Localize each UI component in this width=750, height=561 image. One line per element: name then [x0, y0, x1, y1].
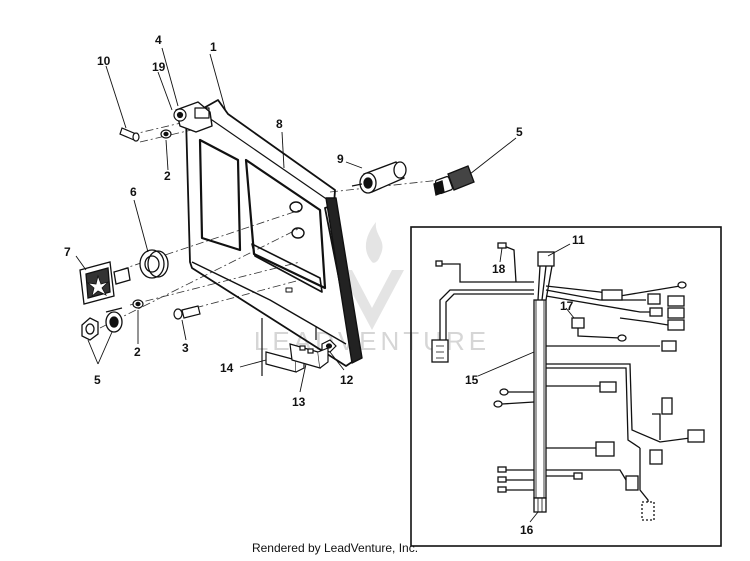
callout-13: 13 — [292, 395, 306, 409]
panel-bracket-top — [175, 101, 213, 133]
callout-2-upper: 2 — [164, 169, 171, 183]
panel-left-window — [198, 138, 242, 252]
callout-2-lower: 2 — [134, 345, 141, 359]
panel-lower-window — [251, 243, 323, 293]
terminal-blocks — [261, 318, 329, 376]
callout-3: 3 — [182, 341, 189, 355]
panel-right-window — [244, 158, 327, 290]
control-panel — [175, 99, 363, 367]
callout-11: 11 — [572, 233, 585, 247]
panel-hole-lower — [291, 227, 305, 239]
harness-left-connector — [431, 339, 449, 363]
toggle-switch-5 — [433, 165, 475, 196]
panel-bracket-rect — [194, 107, 210, 119]
footer-credit: Rendered by LeadVenture, Inc. — [251, 541, 419, 555]
callout-16: 16 — [520, 523, 534, 537]
callout-12: 12 — [340, 373, 354, 387]
nut-2-lower — [132, 299, 144, 309]
callout-18: 18 — [492, 262, 506, 276]
wiring-harness — [431, 242, 705, 521]
callout-9: 9 — [337, 152, 344, 166]
callout-5-lower: 5 — [94, 373, 101, 387]
watermark-logo — [340, 270, 404, 330]
callout-17: 17 — [560, 299, 574, 313]
harness-connector-17 — [571, 317, 585, 329]
leader-lines — [75, 47, 575, 523]
panel-bottom-edge — [191, 261, 347, 345]
callouts: 1 2 2 3 4 5 5 6 7 8 9 10 11 12 13 14 15 … — [64, 33, 585, 537]
callout-14: 14 — [220, 361, 234, 375]
callout-15: 15 — [465, 373, 479, 387]
watermark-flame — [365, 222, 383, 263]
callout-5-upper: 5 — [516, 125, 523, 139]
nut-2-upper — [160, 129, 172, 139]
harness-bottom-connector — [533, 497, 547, 513]
callout-8: 8 — [276, 117, 283, 131]
lamp-ring-6 — [139, 249, 169, 279]
callout-10: 10 — [97, 54, 111, 68]
leadventure-watermark: LEADVENTURE — [254, 222, 486, 356]
panel-outline — [185, 99, 356, 367]
bracket-assembly — [173, 108, 187, 122]
callout-7: 7 — [64, 245, 71, 259]
panel-right-flange — [325, 197, 363, 364]
screw-10 — [119, 127, 140, 142]
indicator-lamp-7 — [79, 261, 131, 305]
key-switch-9 — [351, 161, 407, 194]
callout-6: 6 — [130, 185, 137, 199]
inset-frame — [410, 226, 722, 547]
nut-washer-5 — [81, 307, 123, 341]
callout-19: 19 — [152, 60, 166, 74]
panel-slot — [285, 287, 293, 293]
panel-hole-upper — [289, 201, 303, 213]
callout-1: 1 — [210, 40, 217, 54]
callout-4: 4 — [155, 33, 162, 47]
screw-3 — [173, 305, 201, 320]
